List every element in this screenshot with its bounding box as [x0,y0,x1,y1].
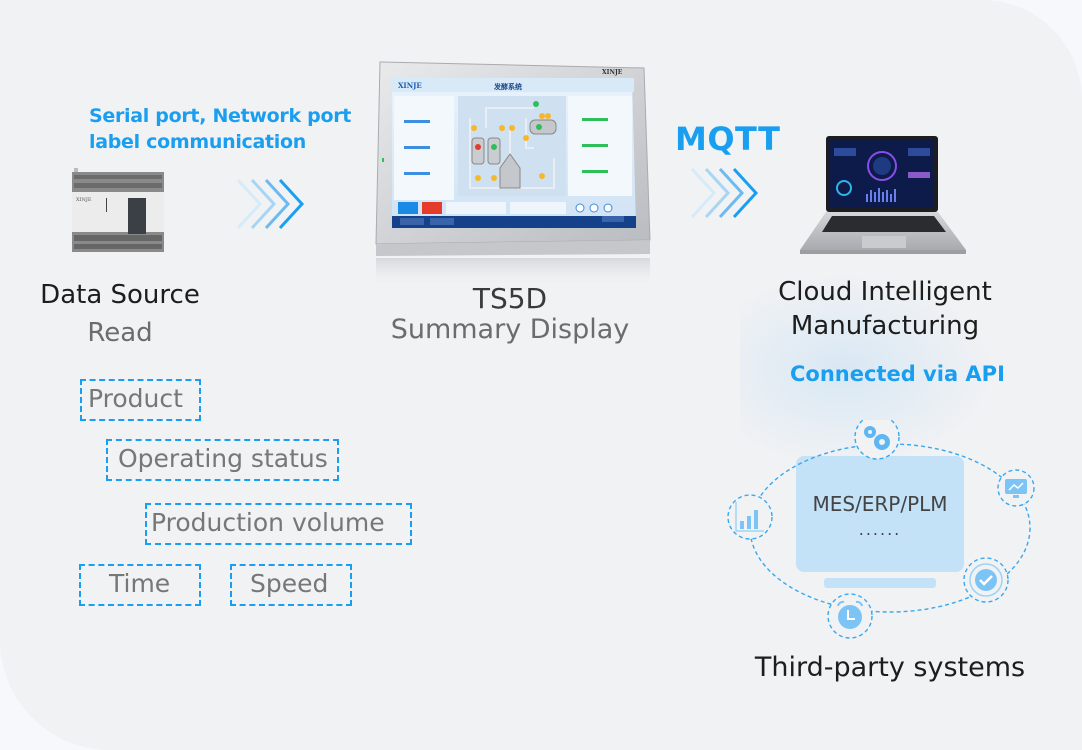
plc-brand: XINJE [76,197,92,203]
third-party-diagram [727,420,1035,639]
clock-icon [827,593,873,639]
cloud-title-line1: Cloud Intelligent [778,277,992,307]
hmi-model-title: TS5D [472,282,548,315]
hmi-screen-title: 发酵系统 [493,82,522,91]
comm-label-line1: Serial port, Network port [89,105,352,127]
hmi-screen-brand: XINJE [398,81,422,90]
tag-product: Product [80,379,201,421]
cloud-title: Cloud Intelligent Manufacturing [745,275,1025,343]
mqtt-label: MQTT [675,120,781,158]
systems-label: MES/ERP/PLM [812,492,948,516]
hmi-device-image: XINJE 发酵系统 XINJE [375,61,651,288]
communication-label: Serial port, Network port label communic… [89,103,351,155]
flow-arrow-icon [690,167,759,219]
laptop-image [800,136,966,254]
plc-device-image: XINJE [72,168,164,252]
third-party-title: Third-party systems [754,652,1026,683]
comm-label-line2: label communication [89,131,306,153]
bar-chart-icon [727,494,773,540]
system-monitor-stand [824,578,936,588]
tag-production-volume: Production volume [145,503,412,545]
systems-ellipsis: ...... [858,520,902,539]
gears-icon [854,420,900,460]
data-source-subtitle: Read [87,318,153,348]
hmi-bezel-brand: XINJE [602,69,623,76]
hmi-model-subtitle: Summary Display [390,314,630,345]
tag-time: Time [79,564,201,606]
flow-arrow-icon [236,178,305,230]
tag-operating-status: Operating status [106,439,339,481]
tag-speed: Speed [230,564,352,606]
check-icon [963,557,1009,603]
api-label: Connected via API [790,362,1005,386]
monitor-chart-icon [997,469,1035,507]
system-monitor-screen [796,456,964,572]
data-source-title: Data Source [40,280,200,310]
cloud-title-line2: Manufacturing [790,311,980,341]
